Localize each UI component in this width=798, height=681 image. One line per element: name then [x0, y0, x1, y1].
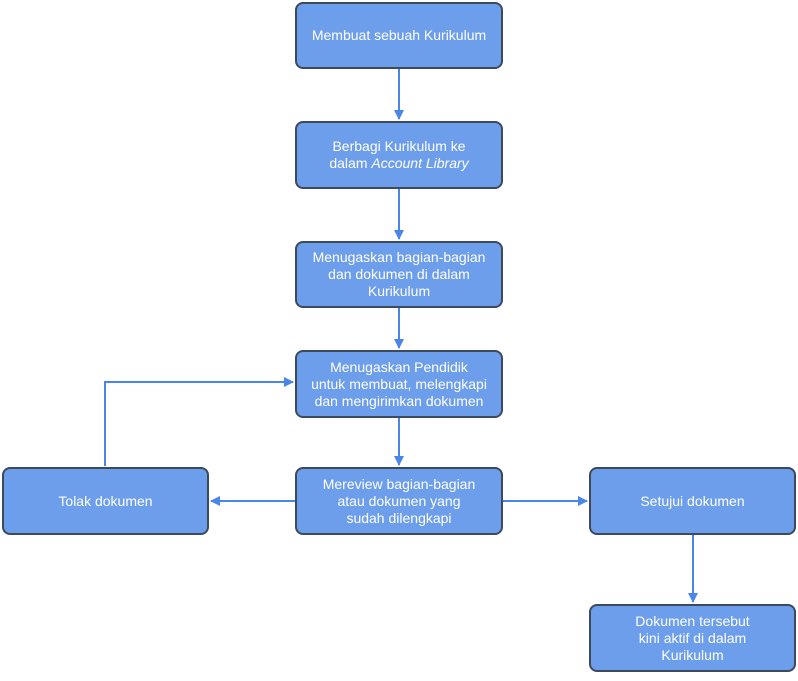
node-share-line2-italic: Account Library — [371, 155, 469, 171]
node-assign-sections-line3: Kurikulum — [367, 283, 431, 299]
node-review-line2: atau dokumen yang — [337, 492, 461, 509]
node-assign-educator-line3: dan mengirimkan dokumen — [314, 392, 484, 409]
node-share-curriculum: Berbagi Kurikulum ke dalam Account Libra… — [295, 121, 503, 189]
node-share-line2: dalam Account Library — [329, 155, 468, 172]
node-review: Mereview bagian-bagian atau dokumen yang… — [295, 467, 503, 535]
node-share-line2-plain: dalam — [329, 155, 372, 171]
node-assign-educator: Menugaskan Pendidik untuk membuat, melen… — [295, 350, 503, 418]
node-share-line1: Berbagi Kurikulum ke — [332, 138, 466, 154]
node-approve-text: Setujui dokumen — [640, 492, 745, 509]
node-assign-sections-line1: Menugaskan bagian-bagian — [312, 249, 486, 265]
node-active-line3: Kurikulum — [661, 646, 724, 663]
node-active-line2: kini aktif di dalam — [638, 629, 747, 646]
arrow-reject-back-to-assign-educator — [104, 377, 294, 466]
node-create-curriculum: Membuat sebuah Kurikulum — [295, 2, 503, 69]
node-reject-text: Tolak dokumen — [58, 492, 153, 509]
node-reject-document: Tolak dokumen — [2, 467, 209, 535]
node-create-curriculum-text: Membuat sebuah Kurikulum — [311, 27, 487, 43]
node-assign-educator-line2: untuk membuat, melengkapi — [311, 375, 487, 392]
node-approve-document: Setujui dokumen — [589, 467, 796, 535]
node-review-line1: Mereview bagian-bagian — [322, 475, 476, 492]
node-active-line1: Dokumen tersebut — [635, 612, 750, 629]
node-assign-sections: Menugaskan bagian-bagian dan dokumen di … — [295, 241, 503, 308]
node-document-active: Dokumen tersebut kini aktif di dalam Kur… — [589, 604, 796, 672]
node-assign-sections-line2: dan dokumen di dalam — [328, 266, 470, 282]
node-assign-educator-line1: Menugaskan Pendidik — [330, 358, 468, 375]
node-review-line3: sudah dilengkapi — [346, 509, 452, 526]
